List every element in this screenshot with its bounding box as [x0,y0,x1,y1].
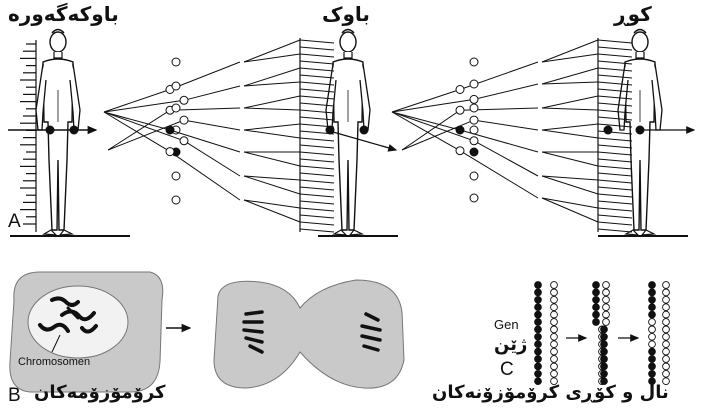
label-gen-kurdish: ژێن [494,336,527,354]
label-son: کوڕ [614,4,652,24]
label-chromosomen: Chromosomen [18,357,90,368]
panel-label-a: A [8,212,21,231]
label-grandfather: باوکەگەورە [8,4,119,24]
panel-label-c: C [500,360,514,379]
cell-interphase [10,272,163,392]
label-father: باوک [322,4,370,24]
cell-dividing [214,280,404,388]
chromosome-bars-grandfather [20,40,36,232]
gene-chromosome-columns [535,282,670,385]
label-chromosomes-kurdish: کرۆمۆزۆمەکان [34,384,165,402]
label-gen: Gen [494,318,519,331]
caption-c: ناڵ و کۆڕی کرۆمۆزۆنەکان [432,384,669,402]
panel-label-b: B [8,386,21,405]
